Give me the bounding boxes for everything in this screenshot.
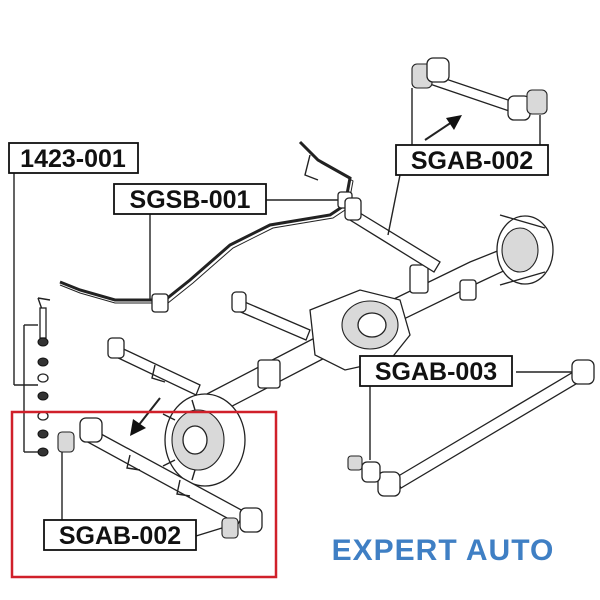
direction-arrow-upper [424, 115, 462, 141]
label-1423-001: 1423-001 [8, 142, 139, 174]
label-sgsb-001: SGSB-001 [113, 183, 267, 215]
upper-control-arm [411, 57, 548, 121]
upper-trailing-link [344, 197, 441, 273]
svg-text:SGAB-002: SGAB-002 [411, 147, 533, 175]
center-link [231, 291, 311, 341]
lower-control-arm [57, 417, 263, 539]
left-trailing-arm [107, 337, 201, 396]
svg-text:1423-001: 1423-001 [20, 145, 126, 173]
lateral-rod [347, 359, 595, 497]
rear-axle [162, 214, 554, 487]
svg-text:SGAB-002: SGAB-002 [59, 522, 181, 550]
label-sgab-002-upper: SGAB-002 [395, 144, 549, 176]
bushing-kit-parts [37, 307, 49, 457]
svg-text:EXPERT AUTO: EXPERT AUTO [332, 534, 555, 567]
leader-lines [13, 88, 572, 537]
direction-arrow-lower [130, 397, 161, 436]
brand-logo: EXPERT AUTO [332, 534, 555, 567]
svg-text:SGSB-001: SGSB-001 [130, 186, 251, 214]
label-sgab-002-lower: SGAB-002 [43, 519, 197, 551]
svg-text:SGAB-003: SGAB-003 [375, 358, 497, 386]
highlight-box [10, 410, 278, 579]
label-sgab-003: SGAB-003 [359, 355, 513, 387]
